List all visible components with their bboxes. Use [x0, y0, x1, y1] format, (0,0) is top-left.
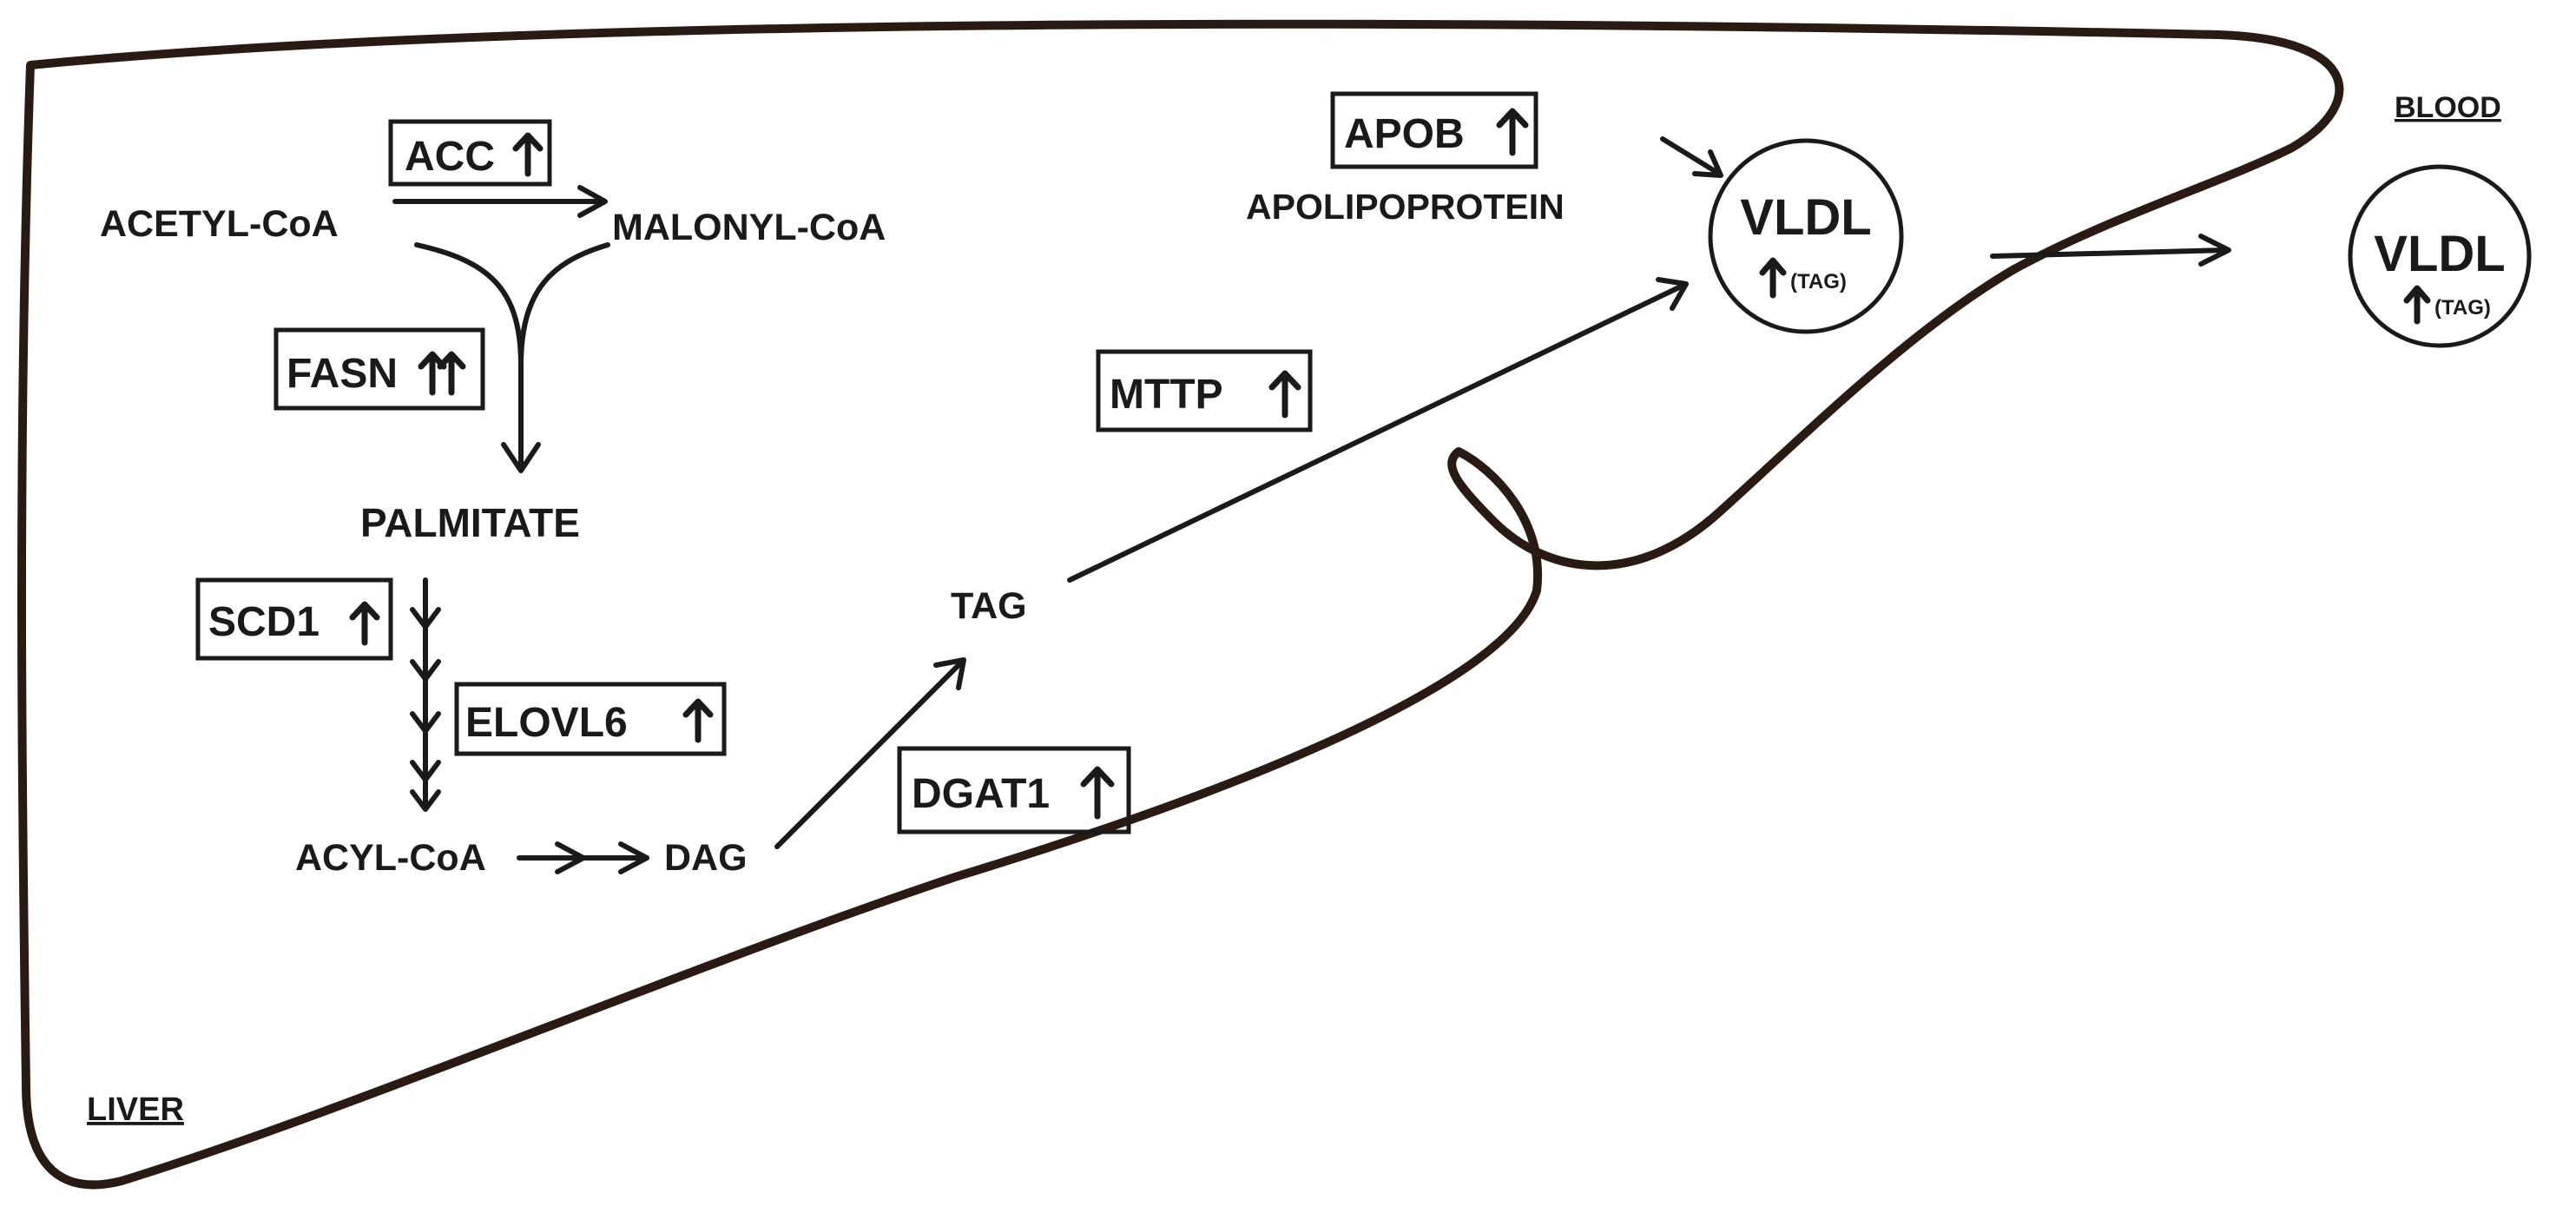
- up-arrow-icon: [682, 698, 714, 743]
- acetyl-to-malonyl-arrow: [392, 185, 608, 218]
- up-arrow-icon: [512, 132, 544, 177]
- vldl-liver: VLDL (TAG): [1708, 138, 1904, 334]
- blood-label: BLOOD: [2395, 91, 2501, 124]
- dgat1-enzyme: DGAT1: [897, 746, 1131, 834]
- vldl-blood-tag: (TAG): [2434, 296, 2491, 320]
- acc-label: ACC: [405, 134, 495, 180]
- palmitate-label: PALMITATE: [360, 500, 580, 545]
- up-arrow-icon: [1080, 766, 1115, 820]
- acc-enzyme: ACC: [388, 119, 552, 187]
- up-arrow-icon: [2403, 285, 2431, 325]
- mttp-label: MTTP: [1110, 372, 1223, 418]
- vldl-blood: VLDL (TAG): [2348, 164, 2532, 348]
- scd1-enzyme: SCD1: [195, 577, 393, 661]
- mttp-enzyme: MTTP: [1096, 349, 1313, 432]
- apob-enzyme: APOB: [1330, 91, 1538, 169]
- malonyl-coa-label: MALONYL-CoA: [612, 207, 886, 248]
- liver-outline: [17, 19, 2344, 1190]
- vldl-blood-label: VLDL: [2374, 226, 2505, 282]
- fasn-enzyme: FASN: [273, 327, 485, 411]
- elongation-cascade-arrows: [410, 577, 441, 812]
- apob-to-vldl-arrow: [1660, 136, 1723, 178]
- acyl-to-dag-arrow: [517, 841, 649, 874]
- up-arrow-icon: [1759, 257, 1787, 299]
- acyl-coa-label: ACYL-CoA: [295, 837, 486, 879]
- double-up-arrow-icon: [418, 351, 466, 396]
- vldl-liver-label: VLDL: [1740, 189, 1871, 246]
- tag-label: TAG: [951, 585, 1027, 627]
- elovl6-enzyme: ELOVL6: [454, 682, 727, 756]
- liver-label: LIVER: [87, 1091, 184, 1128]
- dgat1-label: DGAT1: [912, 771, 1050, 817]
- elovl6-label: ELOVL6: [465, 700, 628, 746]
- dag-label: DAG: [664, 837, 748, 879]
- up-arrow-icon: [1496, 108, 1529, 156]
- acetyl-coa-label: ACETYL-CoA: [100, 203, 339, 245]
- apob-label: APOB: [1344, 111, 1465, 157]
- fasn-convergence-arrow: [414, 242, 610, 473]
- up-arrow-icon: [349, 601, 380, 646]
- secretion-arrow: [1990, 234, 2231, 267]
- dag-to-tag-arrow: [774, 657, 966, 849]
- up-arrow-icon: [1268, 370, 1301, 419]
- apolipoprotein-label: APOLIPOPROTEIN: [1246, 187, 1565, 227]
- tag-to-vldl-arrow: [1067, 277, 1689, 583]
- vldl-liver-tag: (TAG): [1790, 270, 1847, 293]
- scd1-label: SCD1: [208, 599, 320, 645]
- fasn-label: FASN: [287, 351, 398, 397]
